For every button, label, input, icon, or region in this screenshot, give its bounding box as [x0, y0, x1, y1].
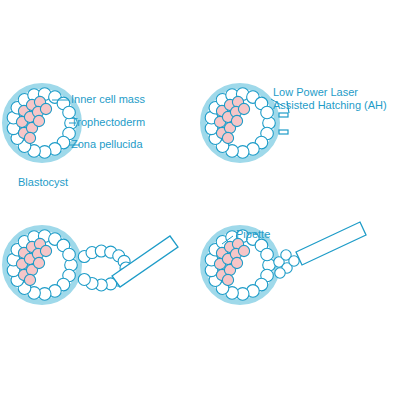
cell	[231, 257, 242, 268]
cell	[222, 132, 233, 143]
pipette	[296, 222, 366, 265]
part-label: Trophectoderm	[71, 116, 145, 129]
zona-pellucida	[203, 86, 277, 160]
laser-cut	[279, 130, 288, 134]
cell	[40, 245, 51, 256]
part-label: Zona pellucida	[71, 138, 143, 151]
cell	[238, 103, 249, 114]
cell	[275, 268, 285, 278]
part-label: Pipette	[236, 228, 270, 241]
cell	[222, 274, 233, 285]
cell	[231, 115, 242, 126]
zona-pellucida	[5, 86, 79, 160]
leader-line	[222, 236, 233, 244]
cell	[238, 245, 249, 256]
cell	[63, 248, 76, 261]
cell	[33, 257, 44, 268]
zona-pellucida	[203, 228, 277, 302]
zona-pellucida	[5, 228, 79, 302]
laser-cut	[279, 113, 288, 117]
leader-line	[52, 100, 69, 101]
part-label: Low Power Laser Assisted Hatching (AH)	[273, 86, 395, 112]
cell	[261, 248, 274, 261]
cell-layer	[5, 86, 299, 302]
part-label: Blastocyst	[18, 176, 68, 189]
cell	[24, 274, 35, 285]
cell	[33, 115, 44, 126]
cell	[289, 256, 299, 266]
leader-lines	[52, 99, 283, 244]
cell	[24, 132, 35, 143]
cell	[40, 103, 51, 114]
part-label: Inner cell mass	[71, 93, 145, 106]
cell	[78, 273, 90, 285]
pipettes	[112, 222, 366, 287]
pipette	[112, 236, 178, 287]
cell	[261, 106, 274, 119]
